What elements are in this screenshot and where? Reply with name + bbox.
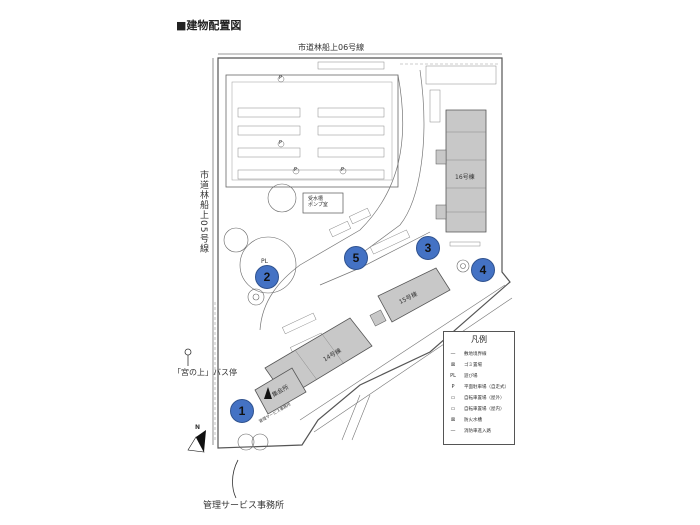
legend-item: — 敷地境界線 xyxy=(446,350,487,358)
site-boundary xyxy=(217,57,511,449)
ne-parking xyxy=(425,65,497,85)
map-legend: 凡例 — 敷地境界線 ⊠ ゴミ置場 PL 遊び場 P 平面駐車場（自走式） ▭ … xyxy=(443,331,515,445)
marker-3[interactable]: 3 xyxy=(416,236,440,260)
page-title: ■建物配置図 xyxy=(176,19,242,32)
bicycle-indoor-icon: ▭ xyxy=(450,406,456,412)
bus-stop-label: 「宮の上」バス停 xyxy=(173,368,237,377)
legend-item: ▭ 自転車置場（屋外） xyxy=(446,394,505,402)
parking-lot xyxy=(225,74,399,188)
west-road-label: 市道林船上05号線 xyxy=(198,170,208,254)
parking-icon: P xyxy=(451,384,455,390)
boundary-line-icon: — xyxy=(450,351,456,357)
parking-symbol-1: P xyxy=(279,75,283,81)
office-leader-line xyxy=(232,459,239,499)
north-arrow-icon xyxy=(187,430,206,453)
entrance-arrow xyxy=(264,387,272,399)
building-16-label: 16号棟 xyxy=(455,174,475,181)
playground-label: PL xyxy=(261,258,268,265)
parking-symbol-3: P xyxy=(294,167,298,173)
legend-item: ▭ 自転車置場（屋内） xyxy=(446,405,505,413)
building-15-shape xyxy=(377,267,451,323)
pump-room xyxy=(302,192,344,214)
trees xyxy=(223,183,470,451)
north-road-label: 市道林船上06号線 xyxy=(298,43,365,52)
north-label: N xyxy=(195,424,201,431)
legend-item: ⊠ 防火水槽 xyxy=(446,416,482,424)
legend-item: P 平面駐車場（自走式） xyxy=(446,383,509,391)
bicycle-outdoor-icon: ▭ xyxy=(450,395,456,401)
south-roads xyxy=(299,284,513,441)
internal-road xyxy=(259,74,404,331)
fire-route xyxy=(214,63,500,440)
pump-room-label: 受水槽 ポンプ室 xyxy=(308,196,328,208)
fire-tank-icon: ⊠ xyxy=(450,417,456,423)
building-16-shape xyxy=(445,109,487,233)
marker-5[interactable]: 5 xyxy=(344,246,368,270)
legend-item: PL 遊び場 xyxy=(446,372,477,380)
parking-stalls xyxy=(237,61,385,180)
meeting-hall-shape xyxy=(254,367,307,415)
parking-symbol-4: P xyxy=(341,167,345,173)
marker-1[interactable]: 1 xyxy=(230,399,254,423)
garbage-icon: ⊠ xyxy=(450,362,456,368)
parking-symbol-2: P xyxy=(279,140,283,146)
marker-4[interactable]: 4 xyxy=(471,258,495,282)
playground-icon: PL xyxy=(450,373,456,379)
legend-title: 凡例 xyxy=(471,335,487,344)
legend-item: ⊠ ゴミ置場 xyxy=(446,361,482,369)
fire-route-icon: — xyxy=(450,428,456,434)
office-main-label: 管理サービス事務所 xyxy=(203,501,285,511)
marker-2[interactable]: 2 xyxy=(255,265,279,289)
legend-item: — 消防車進入路 xyxy=(446,427,492,435)
parking-symbols xyxy=(277,75,347,175)
